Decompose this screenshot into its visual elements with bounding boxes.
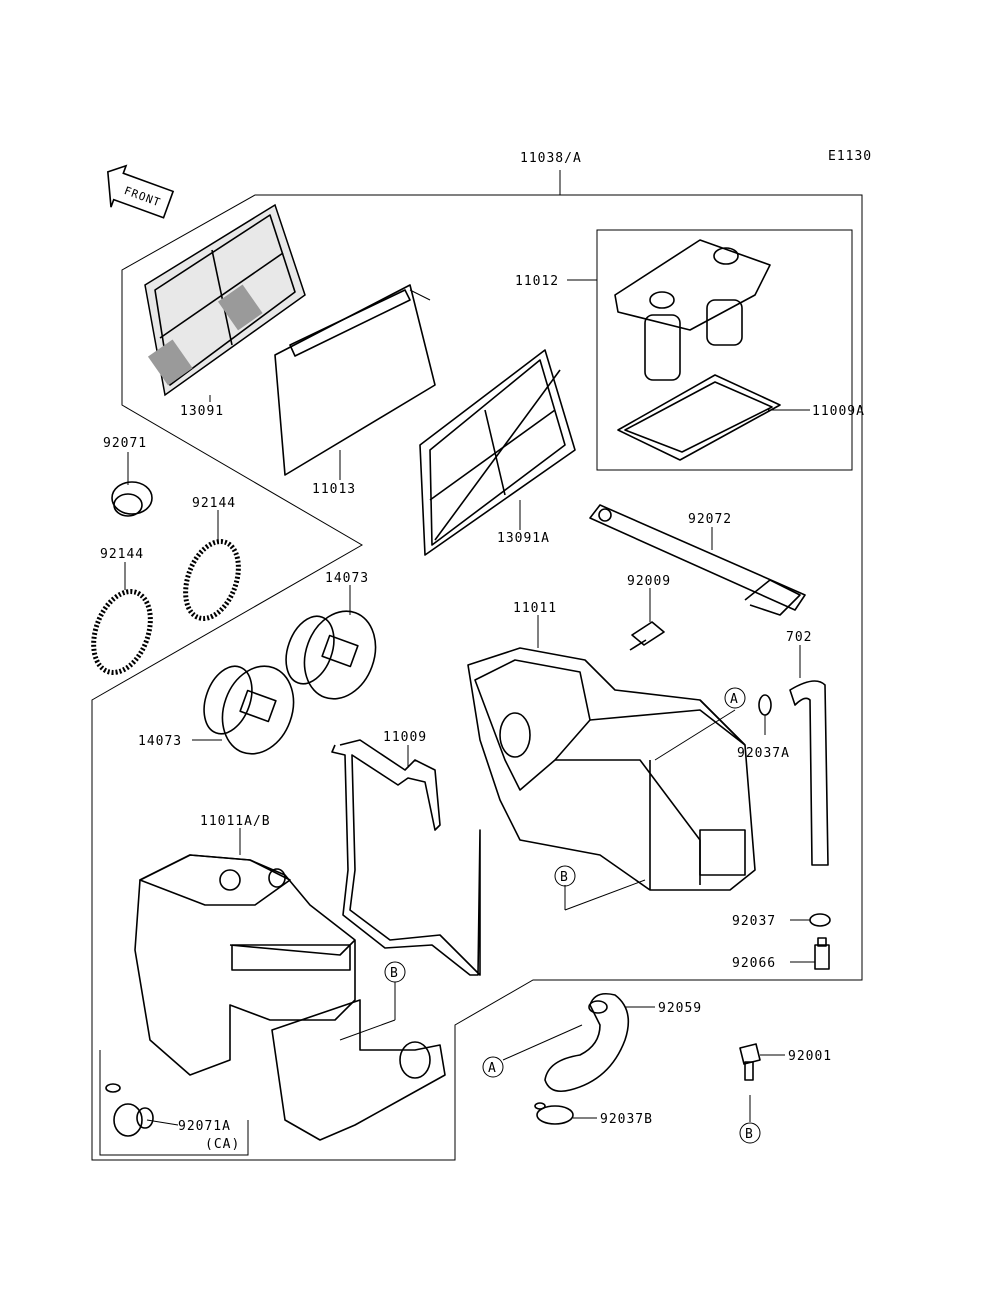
part-92072-strap xyxy=(589,504,806,616)
label-11038A: 11038/A xyxy=(520,151,582,166)
part-13091A-cage xyxy=(419,349,576,556)
part-11009-gasket xyxy=(331,739,481,976)
label-92059: 92059 xyxy=(658,1001,702,1016)
leader-lines xyxy=(124,279,815,1126)
svg-text:B: B xyxy=(745,1127,754,1142)
label-11011AB: 11011A/B xyxy=(200,814,271,829)
part-92144-clamp-b xyxy=(91,589,153,675)
part-11012-inset xyxy=(596,229,853,471)
part-14073-cap-b xyxy=(203,665,295,755)
ref-circle-b-3: B xyxy=(739,1122,761,1144)
label-11012: 11012 xyxy=(515,274,559,289)
assembly-outline xyxy=(91,170,863,1161)
label-14073-a: 14073 xyxy=(325,571,369,586)
svg-text:B: B xyxy=(560,870,569,885)
label-11009: 11009 xyxy=(383,730,427,745)
part-11011-case xyxy=(467,647,756,891)
svg-text:B: B xyxy=(390,966,399,981)
part-11013-foam xyxy=(274,284,436,476)
part-11011AB-case xyxy=(134,854,446,1141)
label-11009A: 11009A xyxy=(812,404,865,419)
part-702-hose xyxy=(789,680,829,866)
label-92001: 92001 xyxy=(788,1049,832,1064)
label-92009: 92009 xyxy=(627,574,671,589)
part-labels: E1130 11038/A 11012 11009A 13091 11013 1… xyxy=(100,149,872,1152)
label-92071A: 92071A xyxy=(178,1119,231,1134)
label-14073-b: 14073 xyxy=(138,734,182,749)
label-13091A: 13091A xyxy=(497,531,550,546)
part-92071A-plug xyxy=(99,1050,249,1156)
label-13091: 13091 xyxy=(180,404,224,419)
part-92066-fitting xyxy=(814,937,830,970)
svg-text:A: A xyxy=(488,1061,497,1076)
part-92037B-clip xyxy=(534,1102,574,1125)
part-14073-cap-a xyxy=(285,610,377,700)
label-11013: 11013 xyxy=(312,482,356,497)
label-92066: 92066 xyxy=(732,956,776,971)
label-92037A: 92037A xyxy=(737,746,790,761)
part-92071-grommet xyxy=(111,481,153,517)
svg-text:A: A xyxy=(730,692,739,707)
ref-circle-b-2: B xyxy=(384,961,406,983)
label-92071: 92071 xyxy=(103,436,147,451)
label-92144-a: 92144 xyxy=(192,496,236,511)
label-11011: 11011 xyxy=(513,601,557,616)
label-ca: (CA) xyxy=(205,1137,240,1152)
part-92009-bolt xyxy=(629,621,665,651)
label-92072: 92072 xyxy=(688,512,732,527)
label-92144-b: 92144 xyxy=(100,547,144,562)
part-92059-hose xyxy=(544,992,630,1093)
part-92001-bolt xyxy=(739,1043,761,1081)
label-92037: 92037 xyxy=(732,914,776,929)
part-13091-element xyxy=(144,203,306,397)
label-702: 702 xyxy=(786,630,812,645)
part-92037-clip xyxy=(809,913,831,927)
part-92144-clamp-a xyxy=(183,539,241,621)
ref-circle-b-1: B xyxy=(554,865,576,887)
label-92037B: 92037B xyxy=(600,1112,653,1127)
ref-circle-a-1: A xyxy=(724,687,746,709)
ref-circle-a-2: A xyxy=(482,1056,504,1078)
diagram-code: E1130 xyxy=(828,149,872,164)
part-92037A-clip xyxy=(758,694,772,716)
front-arrow-icon: FRONT xyxy=(106,164,175,219)
